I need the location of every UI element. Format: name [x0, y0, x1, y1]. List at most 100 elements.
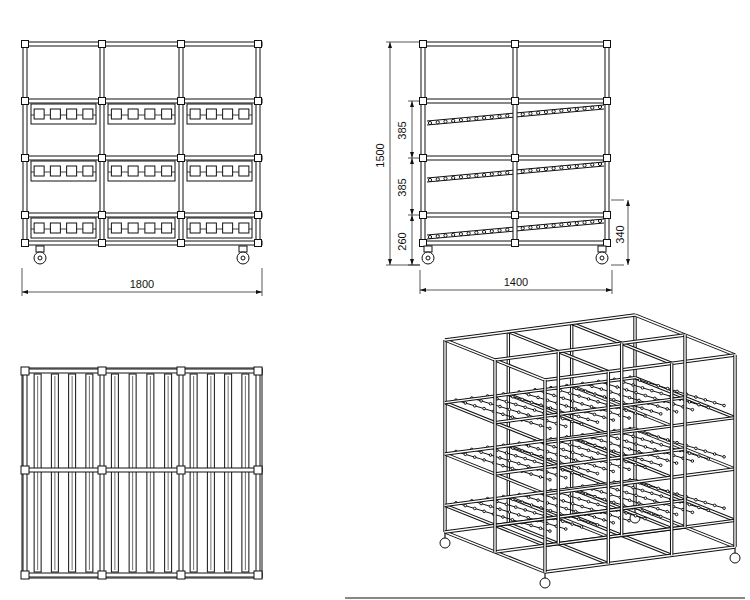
roller	[590, 405, 593, 408]
roller	[562, 448, 565, 451]
roller	[506, 114, 509, 117]
roller	[561, 520, 564, 523]
roller	[549, 509, 552, 512]
roller	[723, 456, 726, 459]
roller	[571, 400, 574, 403]
roller	[628, 417, 631, 420]
roller	[560, 223, 563, 226]
caster-wheel	[596, 252, 608, 264]
tube-outline	[543, 380, 546, 572]
tube-joint	[178, 155, 185, 162]
roller	[596, 472, 599, 475]
roller	[560, 109, 563, 112]
roller	[511, 518, 514, 521]
roller	[552, 167, 555, 170]
tube-outline	[493, 360, 496, 552]
roller	[654, 500, 657, 503]
roller	[549, 458, 552, 461]
roller	[514, 403, 517, 406]
roller-track	[472, 501, 566, 529]
roller	[698, 403, 701, 406]
ground-line	[345, 598, 745, 599]
roller	[594, 495, 597, 498]
dimension-line	[390, 42, 391, 265]
dimension-arrow	[410, 215, 414, 221]
roller	[583, 107, 586, 110]
roller	[565, 456, 568, 459]
tube-body	[495, 500, 685, 525]
roller	[650, 512, 653, 515]
roller	[533, 511, 536, 514]
tube-joint	[177, 466, 185, 474]
roller	[544, 110, 547, 113]
roller	[651, 441, 654, 444]
roller	[498, 115, 501, 118]
dimension-label: 1800	[129, 278, 155, 291]
roller	[502, 516, 505, 519]
roller-track	[488, 396, 582, 424]
roller	[544, 224, 547, 227]
roller	[659, 515, 662, 518]
roller	[641, 510, 644, 513]
caster-hub	[38, 256, 42, 260]
roller	[473, 456, 476, 459]
caster-wheel	[540, 578, 550, 588]
caster-wheel	[730, 553, 740, 563]
shelf-tray	[187, 104, 252, 124]
tube-joint	[98, 466, 106, 474]
isometric-view	[345, 315, 745, 598]
roller	[521, 227, 524, 230]
roller	[641, 438, 644, 441]
roller	[567, 165, 570, 168]
roller	[632, 384, 635, 387]
roller	[651, 389, 654, 392]
frame-beam	[22, 42, 262, 46]
roller	[517, 514, 520, 517]
roller	[459, 175, 462, 178]
roller	[571, 502, 574, 505]
roller-track	[535, 441, 629, 469]
roller	[635, 391, 638, 394]
tube-outline	[443, 340, 446, 532]
tube-body	[545, 547, 735, 572]
tube-joint	[22, 212, 29, 219]
roller	[467, 232, 470, 235]
dimension-label: 340	[613, 224, 626, 244]
roller-track	[614, 379, 708, 407]
roller	[580, 423, 583, 426]
roller	[587, 398, 590, 401]
track-end	[162, 223, 172, 233]
tube-outline	[557, 352, 560, 544]
tube-body	[671, 363, 672, 555]
tube-joint	[512, 212, 519, 219]
roller-track	[551, 490, 645, 518]
roller-track	[598, 381, 692, 409]
roller	[575, 108, 578, 111]
roller	[651, 492, 654, 495]
front-view	[22, 41, 263, 297]
roller	[641, 458, 644, 461]
roller	[508, 511, 511, 514]
caster-hub	[241, 256, 245, 260]
roller	[524, 406, 527, 409]
roller-track	[165, 374, 172, 572]
roller	[575, 165, 578, 168]
roller	[565, 507, 568, 510]
roller	[580, 526, 583, 529]
roller	[524, 509, 527, 512]
roller	[632, 435, 635, 438]
roller	[656, 507, 659, 510]
roller	[594, 393, 597, 396]
tube-outline	[670, 363, 673, 555]
tube-joint	[255, 155, 262, 162]
roller-track	[535, 492, 629, 520]
roller	[688, 452, 691, 455]
roller	[578, 395, 581, 398]
shelf-tray	[108, 161, 175, 181]
roller	[483, 459, 486, 462]
roller-track	[551, 439, 645, 467]
roller	[600, 439, 603, 442]
tube-joint	[255, 41, 262, 48]
roller	[612, 470, 615, 473]
track-end	[239, 109, 249, 119]
